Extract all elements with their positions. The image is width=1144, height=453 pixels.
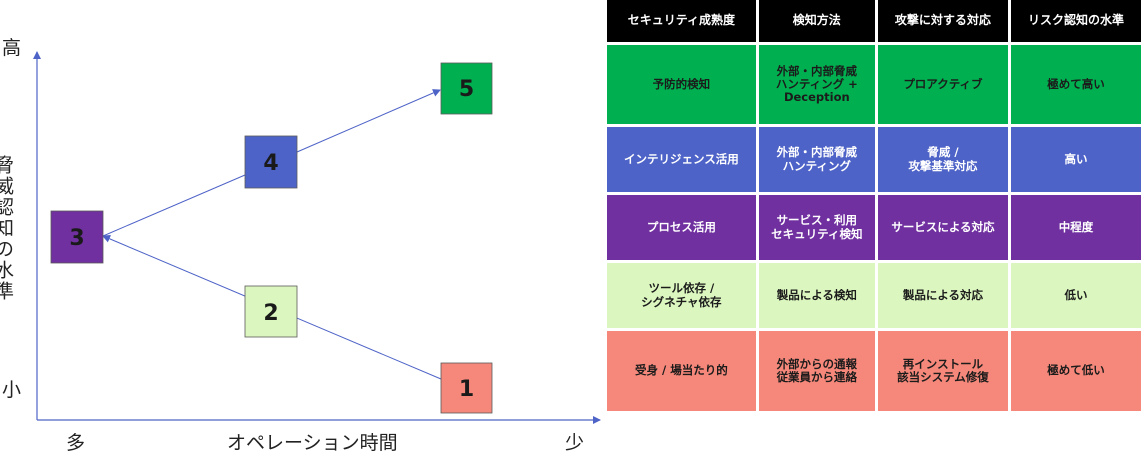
- level-box-3: 3: [50, 210, 104, 264]
- level-box-4: 4: [244, 135, 298, 189]
- cell-response: サービスによる対応: [877, 195, 1008, 263]
- cell-response: 再インストール該当システム修復: [877, 331, 1008, 414]
- arrow-4-to-5: [296, 89, 441, 153]
- table-row-level-3: プロセス活用 サービス・利用セキュリティ検知 サービスによる対応 中程度: [607, 195, 1141, 263]
- header-detection: 検知方法: [758, 0, 875, 45]
- cell-detection: 外部からの通報従業員から連絡: [758, 331, 875, 414]
- cell-maturity: インテリジェンス活用: [607, 127, 756, 195]
- cell-risk: 中程度: [1010, 195, 1141, 263]
- cell-response: プロアクティブ: [877, 45, 1008, 127]
- cell-maturity: ツール依存 /シグネチャ依存: [607, 263, 756, 331]
- header-maturity: セキュリティ成熟度: [607, 0, 756, 45]
- level-box-5-rect: [440, 62, 493, 115]
- y-axis-title: 脅威認知の水準: [0, 155, 14, 302]
- y-axis-high-label: 高: [2, 37, 21, 59]
- table-row-level-4: インテリジェンス活用 外部・内部脅威ハンティング 脅威 /攻撃基準対応 高い: [607, 127, 1141, 195]
- maturity-diagram: 高 小 脅威認知の水準 多 オペレーション時間 少 5 4 3 2 1: [0, 37, 601, 453]
- x-axis-title: オペレーション時間: [227, 432, 398, 453]
- cell-detection: 製品による検知: [758, 263, 875, 331]
- x-axis-left-label: 多: [66, 432, 85, 453]
- level-box-1-label: 1: [459, 377, 474, 402]
- line-3-to-4: [102, 174, 246, 237]
- header-risk: リスク認知の水準: [1010, 0, 1141, 45]
- cell-risk: 高い: [1010, 127, 1141, 195]
- y-axis-low-label: 小: [2, 379, 21, 401]
- cell-risk: 低い: [1010, 263, 1141, 331]
- cell-maturity: 受身 / 場当たり的: [607, 331, 756, 414]
- level-box-4-rect: [244, 135, 298, 189]
- level-box-1-rect: [440, 362, 493, 414]
- cell-detection: サービス・利用セキュリティ検知: [758, 195, 875, 263]
- cell-risk: 極めて低い: [1010, 331, 1141, 414]
- level-box-4-label: 4: [263, 151, 278, 176]
- cell-maturity: 予防的検知: [607, 45, 756, 127]
- table-row-level-1: 受身 / 場当たり的 外部からの通報従業員から連絡 再インストール該当システム修…: [607, 331, 1141, 414]
- level-box-5: 5: [440, 62, 493, 115]
- level-box-3-label: 3: [69, 226, 84, 251]
- x-axis-right-label: 少: [565, 432, 584, 453]
- maturity-table: セキュリティ成熟度 検知方法 攻撃に対する対応 リスク認知の水準 予防的検知 外…: [604, 0, 1144, 414]
- table-header-row: セキュリティ成熟度 検知方法 攻撃に対する対応 リスク認知の水準: [607, 0, 1141, 45]
- table-row-level-5: 予防的検知 外部・内部脅威ハンティング +Deception プロアクティブ 極…: [607, 45, 1141, 127]
- level-box-2: 2: [244, 285, 298, 338]
- level-box-3-rect: [50, 210, 104, 264]
- level-box-2-rect: [244, 285, 298, 338]
- cell-detection: 外部・内部脅威ハンティング: [758, 127, 875, 195]
- level-box-5-label: 5: [459, 77, 474, 102]
- cell-response: 脅威 /攻撃基準対応: [877, 127, 1008, 195]
- level-box-2-label: 2: [263, 301, 278, 326]
- level-box-1: 1: [440, 362, 493, 414]
- cell-maturity: プロセス活用: [607, 195, 756, 263]
- cell-risk: 極めて高い: [1010, 45, 1141, 127]
- header-response: 攻撃に対する対応: [877, 0, 1008, 45]
- cell-response: 製品による対応: [877, 263, 1008, 331]
- table-row-level-2: ツール依存 /シグネチャ依存 製品による検知 製品による対応 低い: [607, 263, 1141, 331]
- cell-detection: 外部・内部脅威ハンティング +Deception: [758, 45, 875, 127]
